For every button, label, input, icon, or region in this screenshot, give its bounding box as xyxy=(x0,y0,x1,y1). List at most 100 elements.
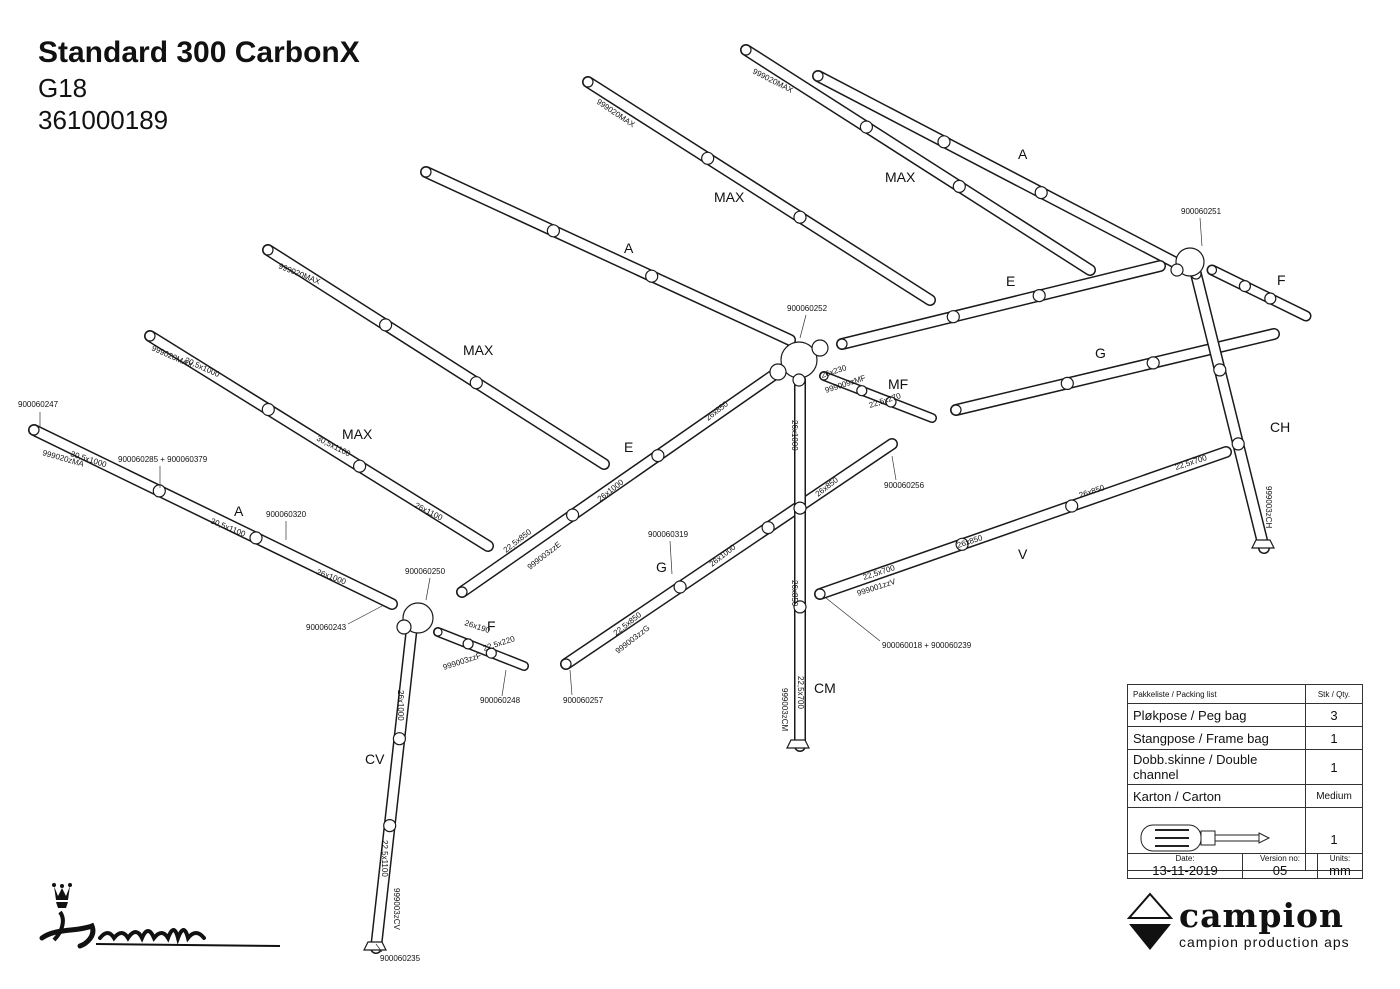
model-title: Standard 300 CarbonX xyxy=(38,36,360,69)
date-value: 13-11-2019 xyxy=(1152,863,1218,878)
article-number: 361000189 xyxy=(38,105,169,135)
variant-code: G18 xyxy=(38,73,88,103)
packing-row: Dobb.skinne / Double channel 1 xyxy=(1127,749,1363,785)
tube-layer xyxy=(28,44,1312,954)
tube-roof-a-3 xyxy=(28,424,398,610)
packing-item: Stangpose / Frame bag xyxy=(1127,726,1306,750)
code-225x220: 22,5x220 xyxy=(482,634,517,653)
campion-logo: campion campion production aps xyxy=(1127,892,1367,952)
title-block: Standard 300 CarbonX G18 361000189 xyxy=(38,34,360,136)
pn-900060235: 900060235 xyxy=(380,954,421,963)
tube-ridge-mf xyxy=(819,371,937,423)
tube-leg-cm xyxy=(793,374,807,752)
pn-900060243: 900060243 xyxy=(306,623,347,632)
code-225x700-cm: 22,5x700 xyxy=(796,676,805,709)
campion-wordmark: campion xyxy=(1179,896,1345,935)
label-cm: CM xyxy=(814,680,836,696)
qty-header: Stk / Qty. xyxy=(1305,684,1363,704)
label-g-2: G xyxy=(656,559,667,575)
pn-900060250: 900060250 xyxy=(405,567,446,576)
tube-roof-max-top xyxy=(740,44,1096,276)
units-cell: Units: mm xyxy=(1317,853,1363,879)
packing-item: Dobb.skinne / Double channel xyxy=(1127,749,1306,785)
label-max-2: MAX xyxy=(714,189,745,205)
tube-ridge-v xyxy=(814,446,1232,600)
pn-900060248: 900060248 xyxy=(480,696,521,705)
tube-ridge-g-top xyxy=(950,328,1280,416)
tube-roof-a-top xyxy=(812,70,1184,270)
pn-900060320: 900060320 xyxy=(266,510,307,519)
label-g-top: G xyxy=(1095,345,1106,361)
pn-900060285: 900060285 + 900060379 xyxy=(118,455,208,464)
packing-qty: 1 xyxy=(1305,749,1363,785)
label-a-2: A xyxy=(624,240,634,256)
tube-ridge-g-2 xyxy=(560,438,898,670)
units-value: mm xyxy=(1329,863,1351,878)
label-max-4: MAX xyxy=(342,426,373,442)
label-a-top: A xyxy=(1018,146,1028,162)
packing-row: Stangpose / Frame bag 1 xyxy=(1127,726,1363,750)
tube-roof-a-2 xyxy=(420,166,796,346)
packing-row: Karton / Carton Medium xyxy=(1127,784,1363,808)
label-mf: MF xyxy=(888,376,908,392)
hardware-layer xyxy=(363,247,1275,951)
pn-900060257: 900060257 xyxy=(563,696,604,705)
label-f-top: F xyxy=(1277,272,1286,288)
label-e-2: E xyxy=(624,439,633,455)
center-joint xyxy=(769,339,829,387)
code-225x1100: 22,5x1100 xyxy=(380,840,389,877)
tube-ridge-e-top xyxy=(836,260,1166,350)
packing-list-header: Pakkeliste / Packing list xyxy=(1127,684,1306,704)
label-f-2: F xyxy=(487,618,496,634)
version-cell: Version no: 05 xyxy=(1242,853,1318,879)
label-max-3: MAX xyxy=(463,342,494,358)
pn-900060018: 900060018 + 900060239 xyxy=(882,641,972,650)
tube-ridge-e-2 xyxy=(456,366,784,598)
tube-roof-max-4 xyxy=(144,330,494,552)
tube-ridge-f-top xyxy=(1206,264,1312,322)
foot-right xyxy=(1251,539,1275,549)
pn-900060247: 900060247 xyxy=(18,400,59,409)
code-999003zzf: 999003zzF xyxy=(442,651,483,672)
pn-900060319: 900060319 xyxy=(648,530,689,539)
campion-triangle-icon xyxy=(1127,892,1173,950)
drawing-meta: Date: 13-11-2019 Version no: 05 Units: m… xyxy=(1127,853,1363,879)
label-e-top: E xyxy=(1006,273,1015,289)
code-999003zcm: 999003zCM xyxy=(780,688,789,731)
isabella-logo xyxy=(39,883,281,949)
tube-ridge-f-2 xyxy=(433,627,529,671)
packing-qty: 1 xyxy=(1305,726,1363,750)
packing-item: Pløkpose / Peg bag xyxy=(1127,703,1306,727)
pn-900060252: 900060252 xyxy=(787,304,828,313)
date-label: Date: xyxy=(1175,854,1195,863)
packing-list: Pakkeliste / Packing list Stk / Qty. Plø… xyxy=(1127,684,1363,871)
right-joint xyxy=(1170,247,1205,277)
code-999003zcv: 999003zCV xyxy=(392,888,401,930)
foot-center xyxy=(786,739,810,749)
campion-tagline: campion production aps xyxy=(1179,934,1350,950)
label-max-top: MAX xyxy=(885,169,916,185)
foot-left xyxy=(363,941,387,951)
units-label: Units: xyxy=(1329,854,1351,863)
code-26x850-cv: 26x850 xyxy=(790,580,799,607)
label-cv: CV xyxy=(365,751,385,767)
packing-qty: 3 xyxy=(1305,703,1363,727)
date-cell: Date: 13-11-2019 xyxy=(1127,853,1243,879)
tube-roof-max-2 xyxy=(582,76,936,306)
pn-900060251: 900060251 xyxy=(1181,207,1222,216)
label-v: V xyxy=(1018,546,1028,562)
version-label: Version no: xyxy=(1259,854,1301,863)
label-ch: CH xyxy=(1270,419,1290,435)
packing-row: Pløkpose / Peg bag 3 xyxy=(1127,703,1363,727)
pn-900060256: 900060256 xyxy=(884,481,925,490)
code-999003zch: 999003zCH xyxy=(1264,486,1273,528)
leader-lines xyxy=(39,217,1203,953)
version-value: 05 xyxy=(1272,863,1288,878)
packing-item: Karton / Carton xyxy=(1127,784,1306,808)
tube-leg-ch xyxy=(1190,268,1270,554)
screwdriver-icon xyxy=(1140,824,1271,851)
packing-qty: Medium xyxy=(1305,784,1363,808)
tube-roof-max-3 xyxy=(262,244,610,470)
label-a-3: A xyxy=(234,503,244,519)
